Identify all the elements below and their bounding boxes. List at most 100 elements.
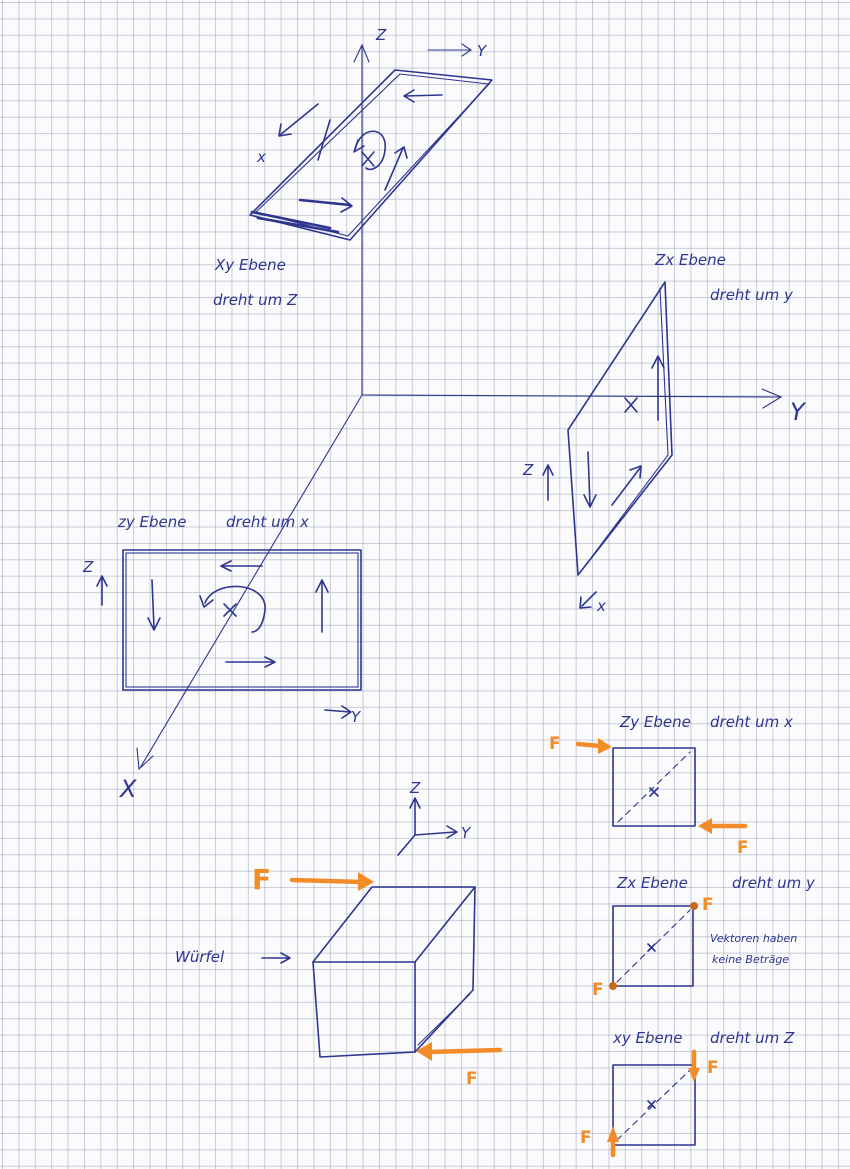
cube-side-face bbox=[414, 886, 476, 1053]
small-zx-sketch: F F Zx Ebene dreht um y Vektoren haben k… bbox=[592, 874, 816, 1000]
zy-y-arrowhead bbox=[341, 705, 352, 719]
small-xy-force-label-1: F bbox=[707, 1058, 719, 1078]
cube-axis-y-head bbox=[446, 825, 458, 839]
small-zx-force-label-1: F bbox=[702, 895, 714, 915]
xy-plane-shading-2 bbox=[256, 216, 340, 234]
cube-force-label-top: F bbox=[252, 863, 271, 896]
main-y-label: Y bbox=[790, 398, 807, 426]
zy-plane-rotation: dreht um x bbox=[226, 513, 309, 531]
cube-edge-shade bbox=[417, 993, 471, 1046]
main-x-label: X bbox=[118, 775, 137, 803]
zx-center-mark bbox=[624, 397, 638, 413]
cube-label: Würfel bbox=[175, 948, 225, 966]
main-y-arrowhead bbox=[761, 388, 783, 409]
small-zy-diagonal bbox=[617, 751, 691, 823]
xy-y-arrowhead bbox=[461, 43, 472, 57]
zx-flow-diag bbox=[611, 467, 641, 506]
zx-z-arrowhead bbox=[542, 464, 554, 476]
xy-plane-shading-1 bbox=[250, 210, 332, 230]
zy-center-mark bbox=[223, 603, 237, 617]
zy-flow-left-head bbox=[147, 617, 161, 631]
zx-z-label: Z bbox=[522, 461, 534, 479]
xy-rotation-arc bbox=[354, 130, 386, 171]
xy-plane-outline-echo bbox=[254, 73, 491, 237]
zx-flow-up-head bbox=[651, 355, 665, 369]
small-xy-title: xy Ebene bbox=[612, 1029, 683, 1047]
main-y-axis bbox=[361, 394, 781, 398]
cube-axis-y bbox=[414, 831, 456, 836]
main-x-arrowhead bbox=[136, 747, 154, 771]
zx-x-arrowhead bbox=[579, 596, 592, 609]
xy-x-label: x bbox=[256, 148, 266, 166]
zx-plane-sketch: Z x Zx Ebene dreht um y bbox=[522, 251, 794, 615]
zx-x-label: x bbox=[596, 597, 606, 615]
cube-force-label-bottom: F bbox=[466, 1069, 478, 1089]
xy-x-arrowhead bbox=[278, 123, 292, 137]
zx-plane-outline-echo bbox=[581, 287, 669, 571]
cube-sketch: Z Y F F Würfel bbox=[175, 779, 503, 1089]
small-xy-square bbox=[612, 1064, 696, 1146]
xy-flow-arrowhead-top bbox=[403, 89, 415, 103]
cube-label-arrowhead bbox=[280, 952, 291, 964]
small-zx-force-dot-bottom bbox=[609, 982, 617, 990]
xy-y-label: Y bbox=[477, 42, 488, 60]
small-zy-force-top bbox=[575, 741, 603, 749]
small-zx-rotation: dreht um y bbox=[732, 874, 816, 892]
cube-force-top bbox=[289, 877, 365, 885]
small-zy-sketch: F F Zy Ebene dreht um x bbox=[549, 713, 793, 858]
zy-plane-title: zy Ebene bbox=[117, 513, 186, 531]
zx-plane-title: Zx Ebene bbox=[654, 251, 726, 269]
small-xy-diagonal bbox=[616, 1069, 691, 1141]
cube-axis-z-head bbox=[409, 797, 421, 809]
small-zx-diagonal bbox=[616, 909, 691, 983]
small-xy-rotation: dreht um Z bbox=[710, 1029, 795, 1047]
main-x-axis bbox=[139, 394, 363, 769]
xy-plane-rotation: dreht um Z bbox=[213, 291, 298, 309]
zy-flow-left bbox=[151, 579, 155, 629]
cube-axis-z-label: Z bbox=[409, 779, 421, 797]
xy-x-arrow bbox=[279, 103, 319, 136]
main-z-arrowhead bbox=[353, 43, 370, 63]
small-zx-note-1: Vektoren haben bbox=[710, 932, 797, 945]
zy-z-arrowhead bbox=[96, 575, 108, 587]
small-xy-force-label-2: F bbox=[580, 1128, 592, 1148]
xy-plane-outline bbox=[249, 69, 493, 241]
small-zx-note-2: keine Beträge bbox=[712, 953, 789, 966]
main-z-label: Z bbox=[375, 26, 387, 44]
zy-rotation-arc bbox=[204, 585, 266, 633]
xy-rotation-arrowhead bbox=[353, 139, 365, 153]
small-zx-title: Zx Ebene bbox=[616, 874, 688, 892]
xy-flow-arrow-top bbox=[404, 94, 443, 97]
xy-plane-title: Xy Ebene bbox=[214, 256, 286, 274]
small-zy-force-label-2: F bbox=[737, 838, 749, 858]
cube-axis-x bbox=[397, 834, 416, 856]
xy-flow-arrowhead-right bbox=[394, 146, 408, 159]
cube-front-face bbox=[312, 961, 416, 1058]
zy-y-arrow bbox=[324, 709, 351, 713]
zy-plane-outline-echo bbox=[125, 552, 359, 688]
small-zy-force-bottom-head bbox=[698, 818, 712, 834]
small-zx-force-dot-top bbox=[690, 902, 698, 910]
zx-x-arrow bbox=[581, 591, 597, 607]
xy-flow-arrow-bottom bbox=[298, 198, 352, 207]
zx-flow-down-head bbox=[583, 494, 597, 508]
small-zy-force-top-head bbox=[598, 738, 612, 754]
small-xy-center bbox=[647, 1100, 656, 1109]
cube-force-bottom-head bbox=[416, 1042, 432, 1061]
zx-flow-diag-head bbox=[629, 465, 642, 479]
small-zx-square bbox=[612, 905, 694, 987]
zy-flow-bottom-head bbox=[264, 656, 276, 668]
zx-plane-outline bbox=[567, 281, 673, 576]
zx-flow-down bbox=[587, 451, 591, 506]
small-zy-square bbox=[612, 747, 696, 827]
xy-flow-arrowhead-bottom bbox=[340, 197, 353, 213]
small-xy-sketch: F F xy Ebene dreht um Z bbox=[580, 1029, 795, 1158]
small-zy-title: Zy Ebene bbox=[619, 713, 691, 731]
zy-flow-right-head bbox=[315, 579, 329, 593]
small-zy-force-label-1: F bbox=[549, 734, 561, 754]
cube-top-face bbox=[312, 886, 476, 963]
small-zx-force-label-2: F bbox=[592, 980, 604, 1000]
small-zx-center bbox=[647, 943, 656, 952]
cube-force-top-head bbox=[358, 872, 374, 891]
xy-flow-arrow-left bbox=[317, 119, 331, 161]
